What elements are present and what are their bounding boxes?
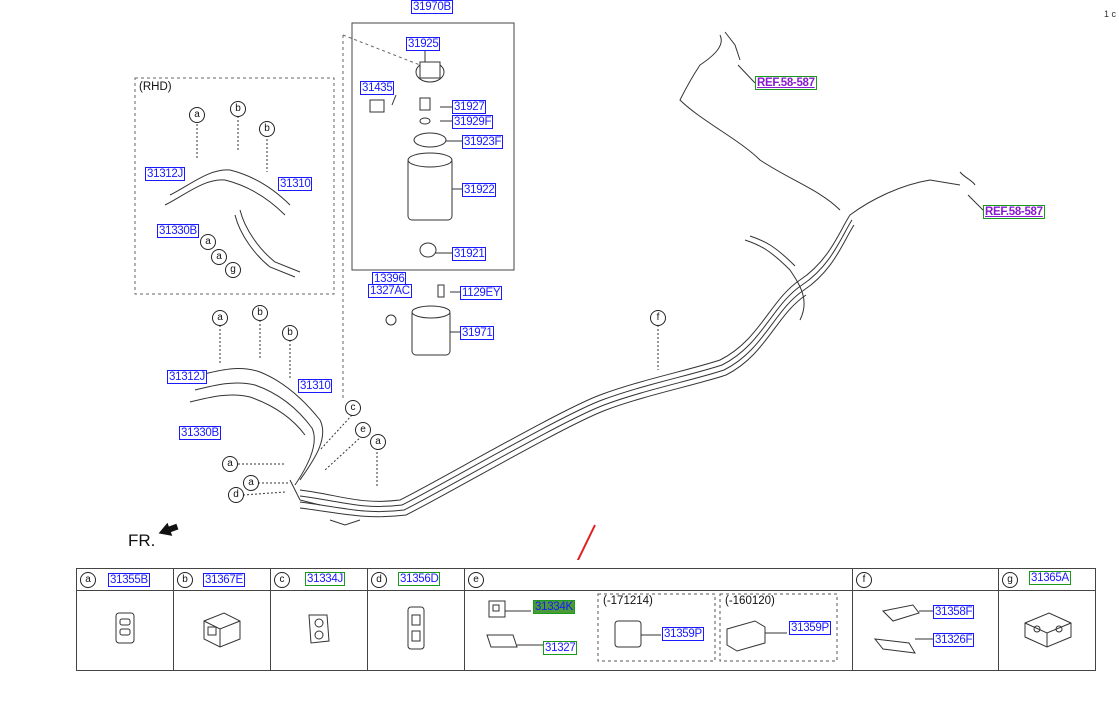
fuel-line-diagram: [134, 22, 986, 560]
ref-link-58-587-top[interactable]: REF.58-587: [755, 76, 817, 90]
part-ref-31921[interactable]: 31921: [452, 247, 487, 261]
callout-a: a: [243, 475, 259, 491]
legend-header-f: f: [852, 568, 999, 591]
callout-a: a: [370, 434, 386, 450]
legend-letter-c: c: [274, 572, 290, 588]
callout-b: b: [230, 101, 246, 117]
legend-part-31327[interactable]: 31327: [543, 641, 578, 655]
part-ref-31929F[interactable]: 31929F: [452, 115, 494, 129]
part-ref-31927[interactable]: 31927: [452, 100, 487, 114]
legend-header-g: g 31365A: [998, 568, 1096, 591]
clip-31334J-icon: [308, 614, 330, 644]
callout-b: b: [259, 121, 275, 137]
part-ref-31925[interactable]: 31925: [406, 37, 441, 51]
legend-letter-f: f: [856, 572, 872, 588]
callout-a: a: [222, 456, 238, 472]
legend-letter-e: e: [468, 572, 484, 588]
legend-image-a: [76, 590, 174, 671]
clip-31365A-icon: [1024, 612, 1072, 648]
legend-image-b: [173, 590, 271, 671]
clip-31355B-icon: [115, 612, 135, 644]
legend-image-f: 31358F 31326F: [852, 590, 999, 671]
callout-f: f: [650, 310, 666, 326]
callout-b: b: [252, 305, 268, 321]
part-ref-31922[interactable]: 31922: [462, 183, 497, 197]
part-ref-1327AC[interactable]: 1327AC: [368, 284, 412, 298]
clips-e-group-icon: [486, 593, 838, 662]
bracket-f-icon: [873, 604, 933, 654]
legend-letter-g: g: [1002, 572, 1018, 588]
part-ref-31970B[interactable]: 31970B: [411, 0, 453, 14]
legend-image-d: [367, 590, 465, 671]
front-arrow-icon: [158, 522, 179, 536]
legend-part-31326F[interactable]: 31326F: [933, 633, 975, 647]
part-ref-1129EY[interactable]: 1129EY: [460, 286, 503, 300]
part-ref-31310-rhd[interactable]: 31310: [278, 177, 313, 191]
callout-b: b: [282, 325, 298, 341]
callout-c: c: [345, 400, 361, 416]
part-ref-31312J-rhd[interactable]: 31312J: [145, 167, 185, 181]
legend-part-31359P-a[interactable]: 31359P: [662, 627, 704, 641]
part-ref-31310[interactable]: 31310: [298, 379, 333, 393]
callout-g: g: [225, 262, 241, 278]
part-ref-31330B[interactable]: 31330B: [179, 426, 221, 440]
part-ref-31312J[interactable]: 31312J: [167, 370, 207, 384]
legend-image-g: [998, 590, 1096, 671]
legend-part-31356D[interactable]: 31356D: [398, 572, 441, 586]
legend-part-31334K[interactable]: 31334K: [533, 600, 575, 614]
part-ref-31435[interactable]: 31435: [360, 81, 395, 95]
legend-table: a 31355B b 31367E c 31334J d 31356D e f …: [76, 568, 1096, 671]
part-ref-31971[interactable]: 31971: [460, 326, 495, 340]
clip-31367E-icon: [203, 612, 241, 648]
callout-a: a: [200, 234, 216, 250]
legend-header-a: a 31355B: [76, 568, 174, 591]
legend-part-31358F[interactable]: 31358F: [933, 605, 975, 619]
part-ref-31923F[interactable]: 31923F: [462, 135, 504, 149]
legend-image-e: 31334K 31327 (-171214) 31359P (-160120) …: [464, 590, 853, 671]
legend-header-b: b 31367E: [173, 568, 271, 591]
front-direction-label: FR.: [128, 531, 156, 550]
legend-part-31334J[interactable]: 31334J: [305, 572, 345, 586]
rhd-label: (RHD): [139, 81, 172, 93]
legend-header-e: e: [464, 568, 853, 591]
legend-letter-b: b: [177, 572, 193, 588]
clip-31356D-icon: [407, 606, 425, 650]
part-ref-31330B-rhd[interactable]: 31330B: [157, 224, 199, 238]
callout-e: e: [355, 422, 371, 438]
legend-part-31365A[interactable]: 31365A: [1029, 571, 1071, 585]
callout-a: a: [211, 249, 227, 265]
legend-image-c: [270, 590, 368, 671]
legend-part-31367E[interactable]: 31367E: [203, 573, 245, 587]
legend-header-c: c 31334J: [270, 568, 368, 591]
legend-range-160120: (-160120): [725, 595, 775, 607]
callout-a: a: [189, 107, 205, 123]
page-number: 1 c: [1104, 9, 1117, 19]
callout-d: d: [228, 487, 244, 503]
legend-letter-a: a: [80, 572, 96, 588]
callout-a: a: [212, 310, 228, 326]
legend-range-171214: (-171214): [603, 595, 653, 607]
legend-header-d: d 31356D: [367, 568, 465, 591]
legend-part-31359P-b[interactable]: 31359P: [789, 621, 831, 635]
red-pointer-arrow: [576, 524, 596, 560]
ref-link-58-587-right[interactable]: REF.58-587: [983, 205, 1045, 219]
legend-letter-d: d: [371, 572, 387, 588]
legend-part-31355B[interactable]: 31355B: [108, 573, 150, 587]
